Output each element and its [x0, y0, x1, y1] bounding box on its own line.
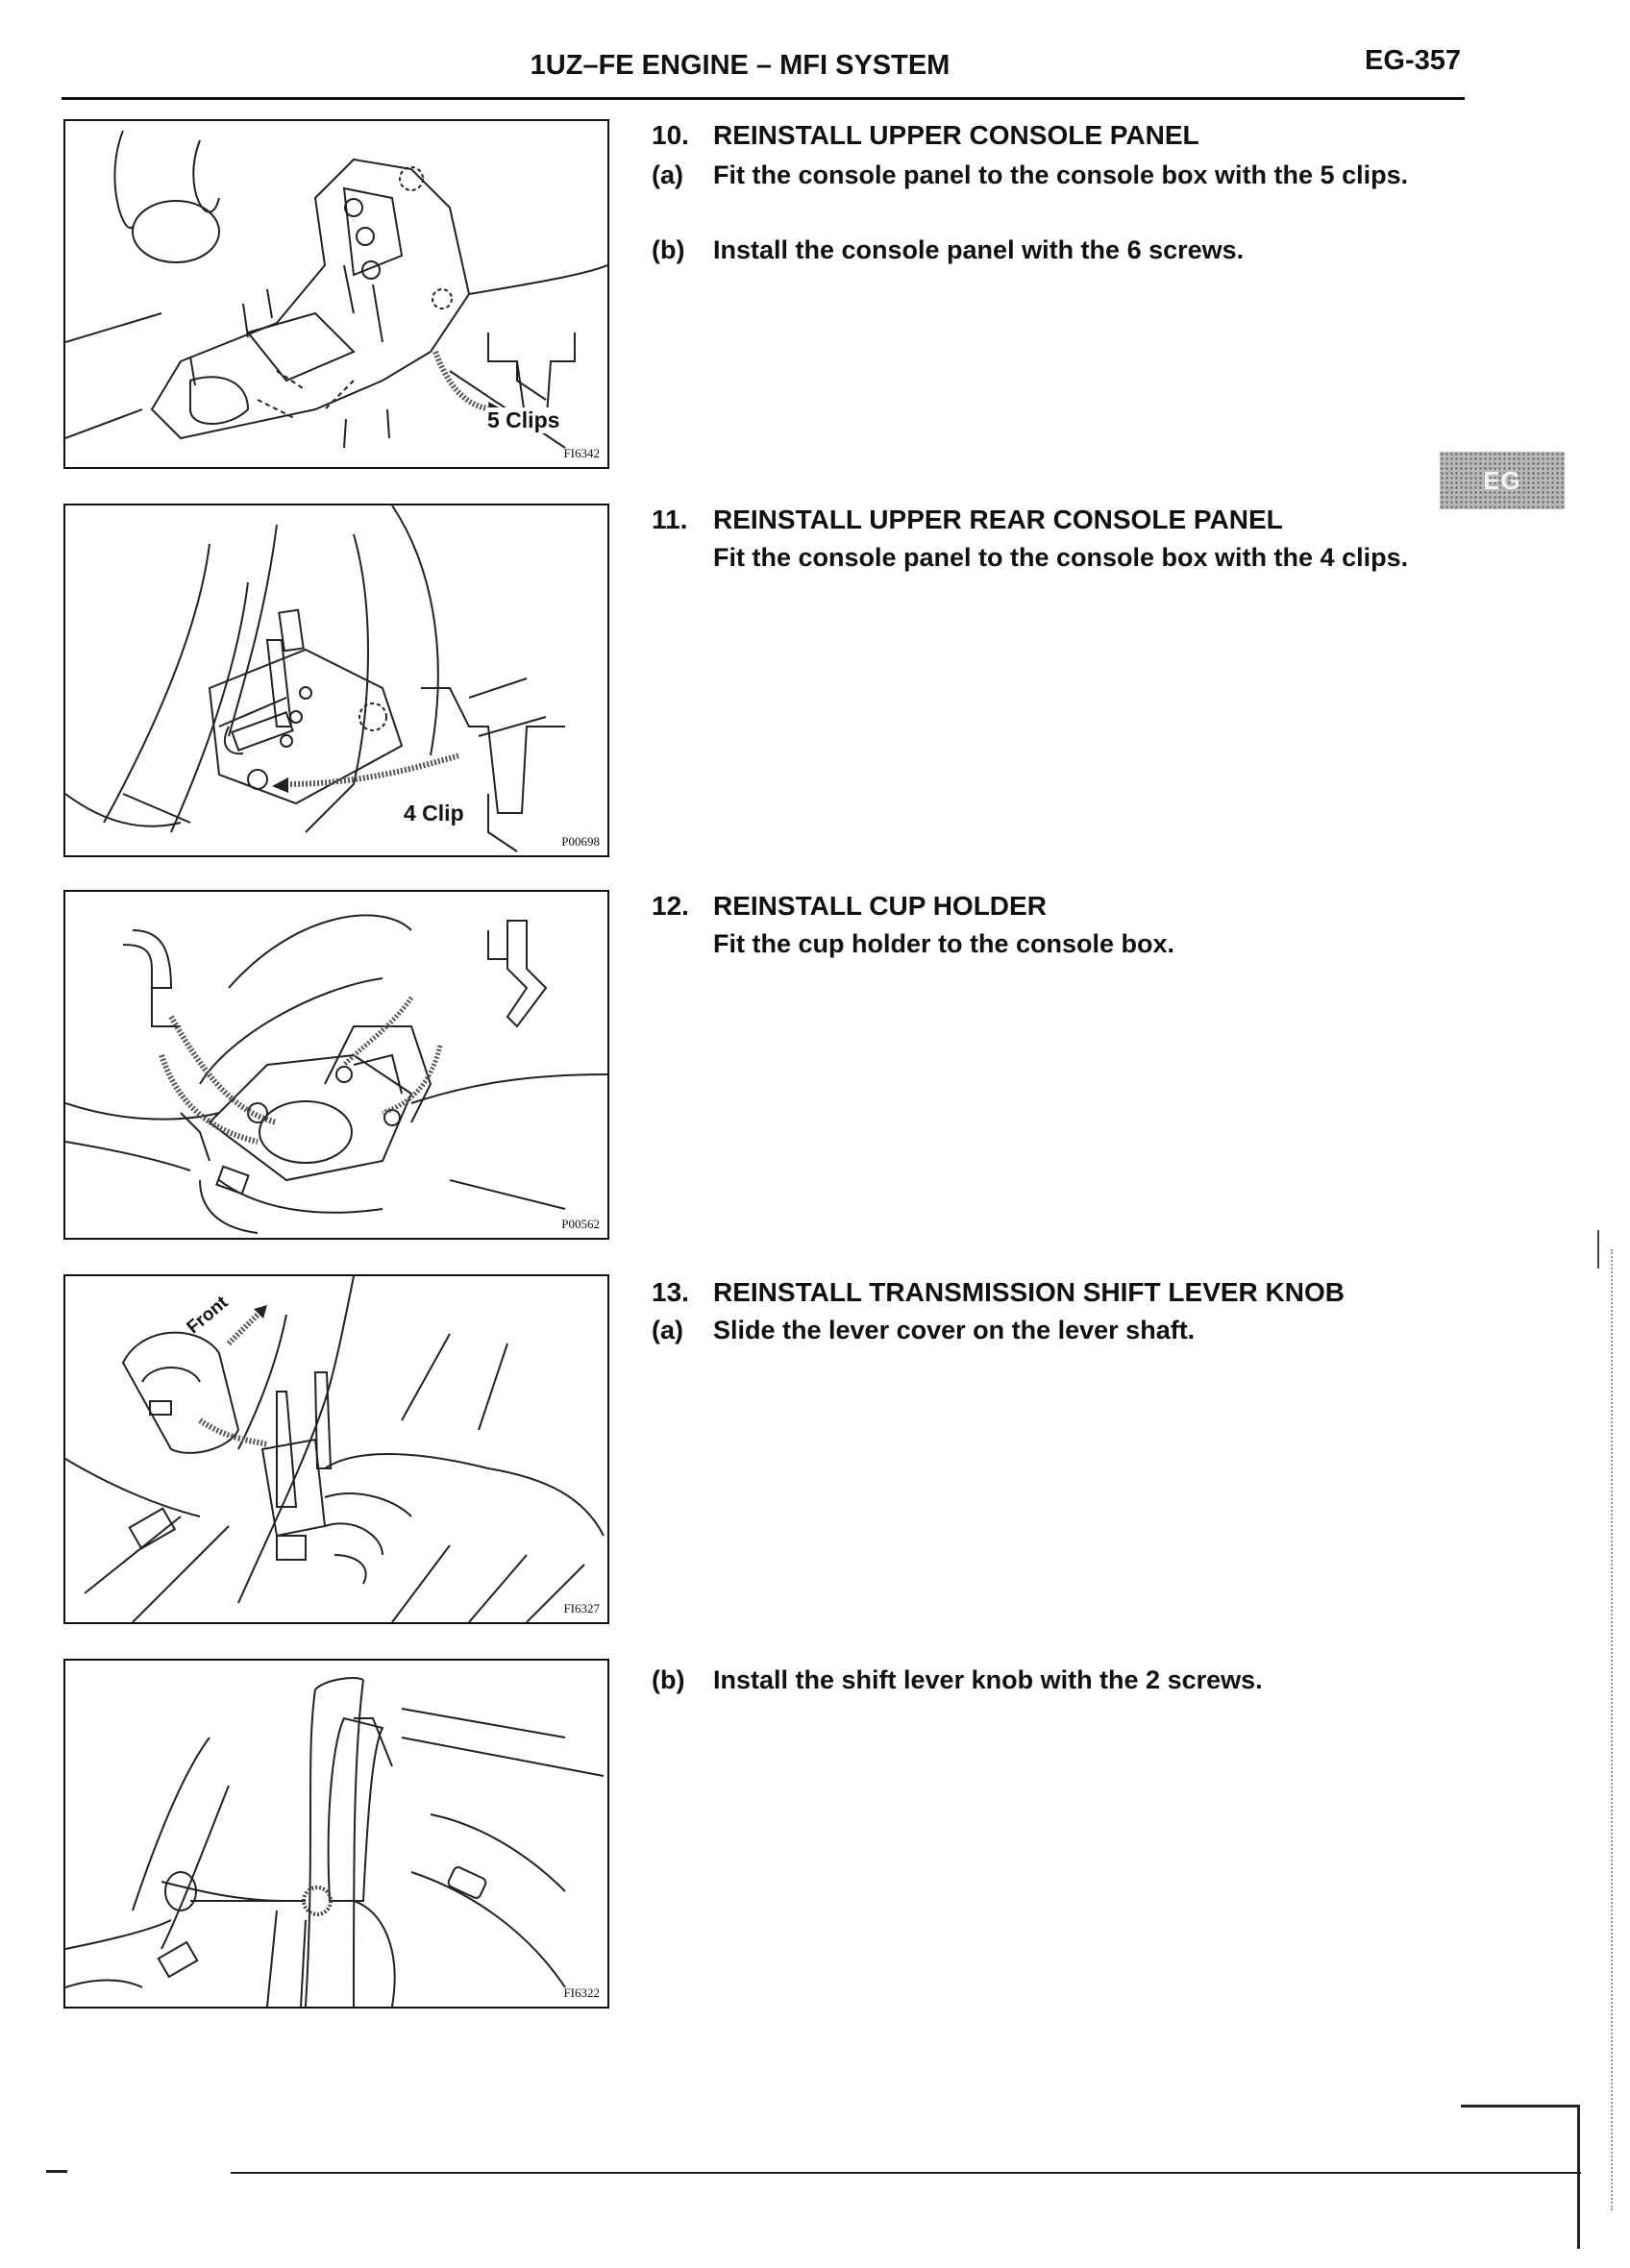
page-number: EG-357 [1365, 45, 1461, 76]
section-tab: EG [1440, 452, 1565, 509]
step-number: 12. [652, 891, 689, 921]
header-rule [62, 97, 1465, 100]
substep-text: Slide the lever cover on the lever shaft… [713, 1316, 1196, 1344]
footer-rule [231, 2172, 1581, 2174]
substep-text: Install the console panel with the 6 scr… [713, 235, 1245, 264]
step-number: 11. [652, 505, 688, 534]
step-heading: REINSTALL UPPER REAR CONSOLE PANEL [713, 505, 1283, 534]
step-11-text: Fit the console panel to the console box… [713, 543, 1409, 572]
margin-scan-mark [1597, 1230, 1599, 1269]
page-header-title: 1UZ–FE ENGINE – MFI SYSTEM [530, 50, 951, 81]
cup-holder-illustration [65, 914, 607, 1234]
step-10-title: 10. REINSTALL UPPER CONSOLE PANEL [652, 119, 1478, 152]
figure-shift-lever-knob: FI6322 [63, 1659, 609, 2009]
substep-text: Fit the console panel to the console box… [713, 160, 1409, 189]
substep-letter: (a) [652, 1316, 683, 1344]
margin-dotted-line [1611, 1249, 1613, 2210]
figure-label-5-clips: 5 Clips [485, 407, 562, 433]
step-heading: REINSTALL UPPER CONSOLE PANEL [713, 120, 1199, 150]
step-number: 13. [652, 1277, 689, 1307]
step-12-text: Fit the cup holder to the console box. [713, 929, 1175, 958]
step-12-title: 12. REINSTALL CUP HOLDER [652, 890, 1478, 923]
figure-cup-holder: P00562 [63, 890, 609, 1240]
lever-cover-illustration [65, 1276, 605, 1622]
figure-code: FI6327 [563, 1601, 600, 1615]
step-11-title: 11. REINSTALL UPPER REAR CONSOLE PANEL [652, 504, 1478, 536]
figure-lever-cover: Front FI6327 [63, 1274, 609, 1624]
figure-code: FI6342 [563, 446, 600, 460]
footer-dash [46, 2170, 67, 2173]
figure-code: FI6322 [563, 1985, 600, 2000]
substep-letter: (a) [652, 160, 683, 189]
step-13b: (b) Install the shift lever knob with th… [652, 1663, 1478, 1697]
figure-code: P00698 [561, 834, 600, 849]
step-13-title: 13. REINSTALL TRANSMISSION SHIFT LEVER KN… [652, 1276, 1478, 1309]
step-heading: REINSTALL CUP HOLDER [713, 891, 1047, 921]
substep-text: Install the shift lever knob with the 2 … [713, 1665, 1263, 1694]
corner-mark-vertical [1577, 2105, 1580, 2249]
step-number: 10. [652, 120, 689, 150]
section-tab-label: EG [1483, 465, 1521, 495]
figure-code: P00562 [561, 1217, 600, 1231]
rear-console-illustration [65, 505, 565, 852]
corner-mark-horizontal [1461, 2105, 1580, 2108]
step-10a: (a) Fit the console panel to the console… [652, 158, 1478, 192]
figure-upper-rear-console-panel: 4 Clip P00698 [63, 504, 609, 857]
step-13a: (a) Slide the lever cover on the lever s… [652, 1313, 1478, 1347]
shift-knob-illustration [65, 1677, 605, 2007]
step-heading: REINSTALL TRANSMISSION SHIFT LEVER KNOB [713, 1277, 1345, 1307]
substep-letter: (b) [652, 235, 685, 264]
step-10b: (b) Install the console panel with the 6… [652, 233, 1478, 267]
substep-letter: (b) [652, 1665, 685, 1694]
figure-upper-console-panel: 5 Clips FI6342 [63, 119, 609, 469]
figure-label-4-clip: 4 Clip [402, 801, 466, 826]
